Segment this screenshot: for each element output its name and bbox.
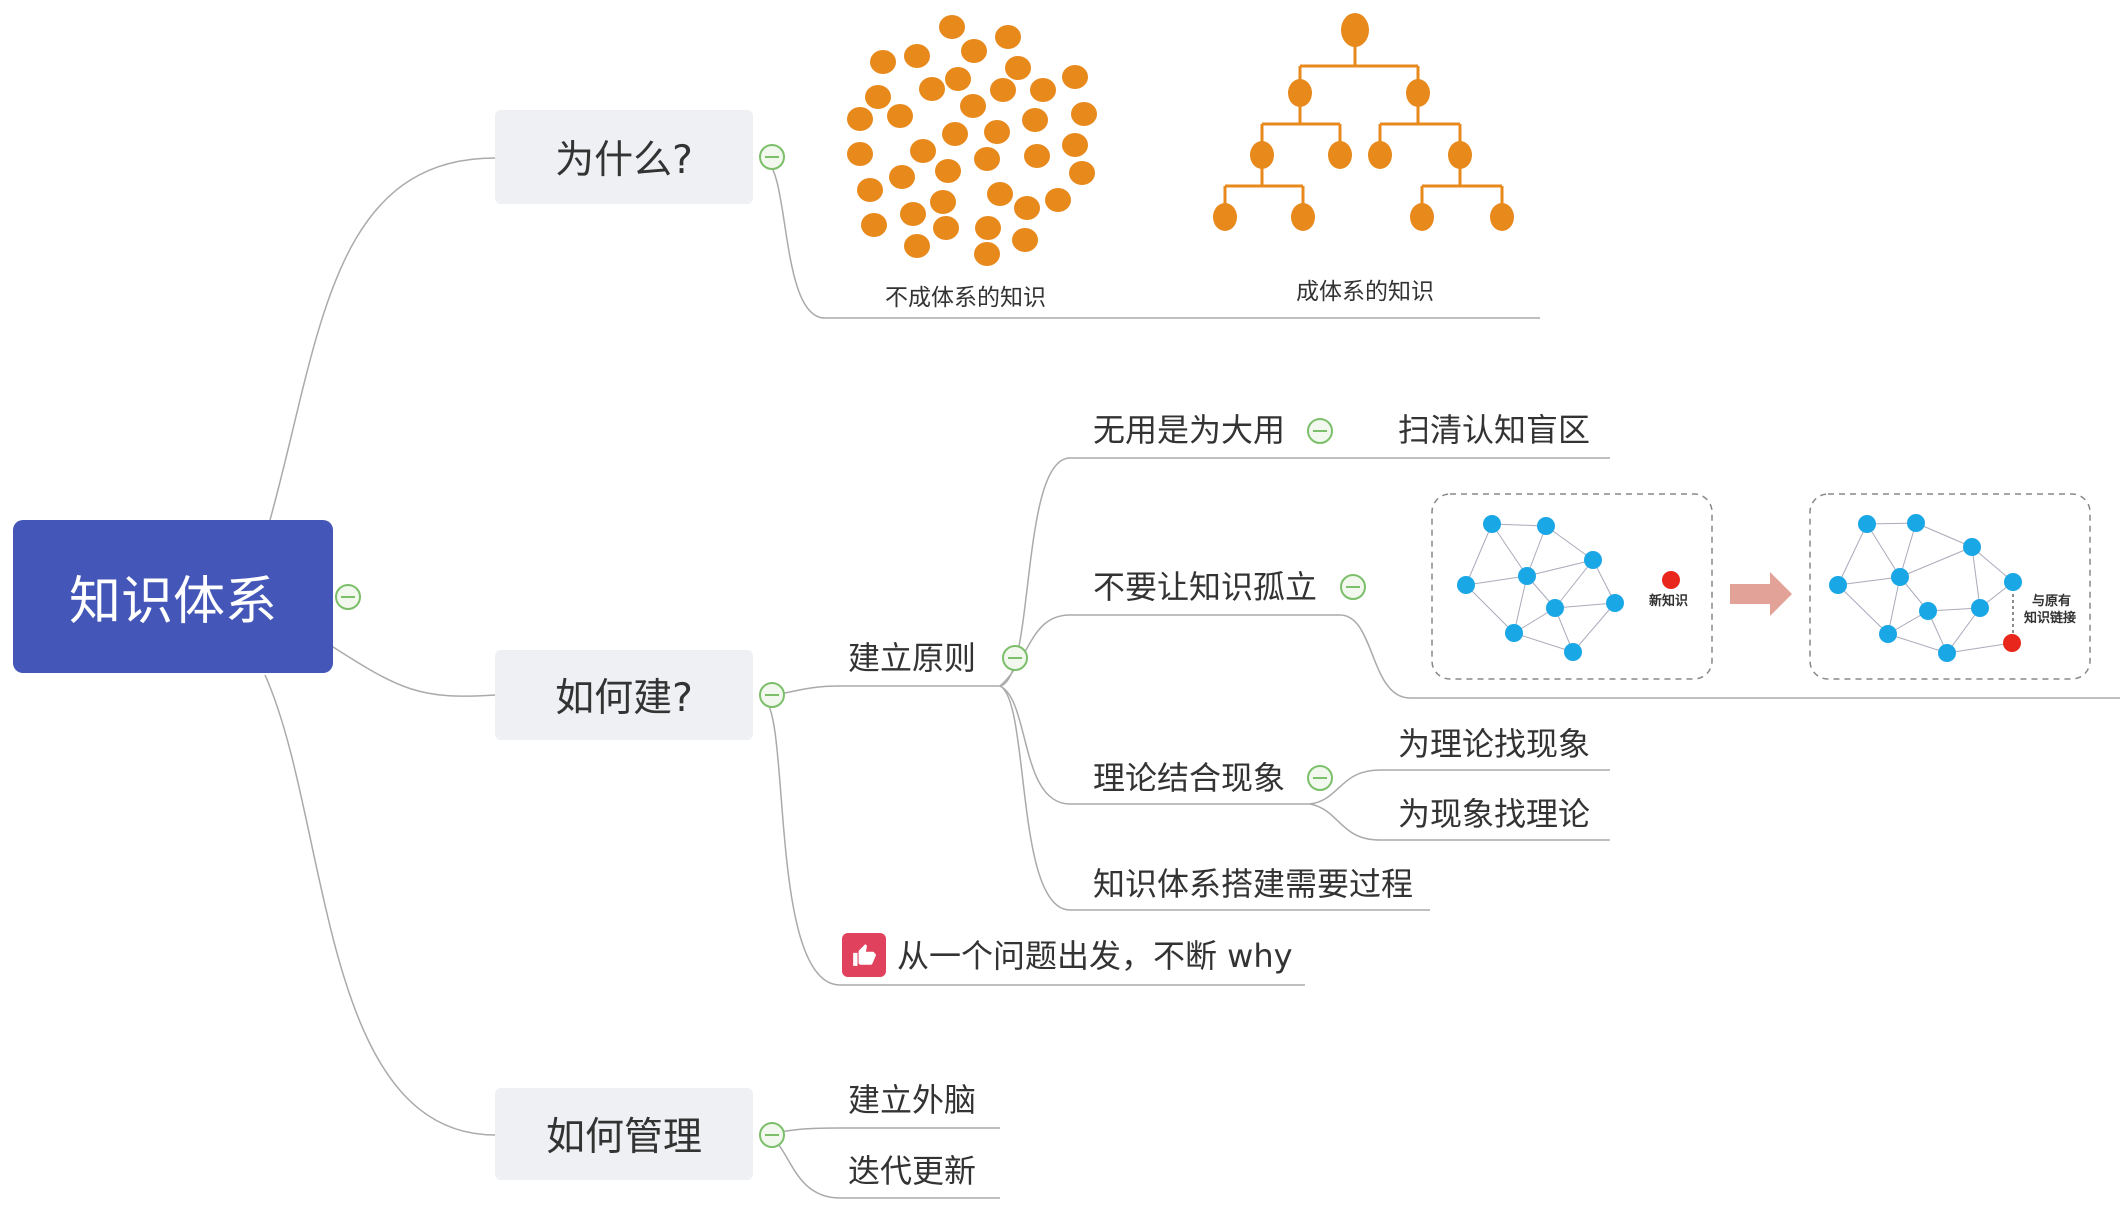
link-label-line1: 与原有 [2032,593,2071,609]
edge-howbuild-principles [764,685,1000,696]
edge-howbuild-question [764,699,1305,986]
node-iterate[interactable]: 迭代更新 [848,1152,977,1190]
collapse-toggle-theory[interactable] [1307,765,1333,791]
linked-knowledge-node [2003,634,2021,652]
caption-structured: 成体系的知识 [1296,279,1434,305]
collapse-toggle-principles[interactable] [1002,645,1028,671]
edge-root-howmanage [264,674,496,1136]
branch-how-manage[interactable]: 如何管理 [495,1088,753,1180]
new-knowledge-node [1662,571,1680,589]
edge-manage-item1 [764,1127,1000,1136]
caption-unstructured: 不成体系的知识 [885,285,1046,311]
edge-principles-process [999,685,1430,911]
collapse-toggle-howmanage[interactable] [759,1122,785,1148]
node-external-brain[interactable]: 建立外脑 [848,1081,977,1119]
edge-why-figure [764,159,1540,319]
node-isolate[interactable]: 不要让知识孤立 [1093,568,1318,606]
edge-principles-theory [999,685,1310,805]
edge-root-howbuild [329,644,496,697]
collapse-toggle-howbuild[interactable] [759,682,785,708]
structured-knowledge-figure [1213,13,1514,231]
node-theory[interactable]: 理论结合现象 [1093,759,1286,797]
new-knowledge-label: 新知识 [1649,593,1688,609]
scattered-knowledge-figure [847,15,1097,266]
edge-theory-child2 [1309,803,1610,841]
arrow-right-icon [1730,572,1792,616]
collapse-toggle-isolate[interactable] [1340,574,1366,600]
branch-why[interactable]: 为什么? [495,110,753,204]
node-theory-child2[interactable]: 为现象找理论 [1398,795,1591,833]
link-label-line2: 知识链接 [2024,610,2076,626]
collapse-toggle-why[interactable] [759,144,785,170]
node-process[interactable]: 知识体系搭建需要过程 [1093,865,1414,903]
edge-theory-child1 [1309,769,1610,805]
collapse-toggle-useless[interactable] [1307,418,1333,444]
network-after-figure: 与原有 知识链接 [1809,493,2091,680]
node-clear-blindspot[interactable]: 扫清认知盲区 [1398,411,1591,449]
node-question[interactable]: 从一个问题出发，不断 why [897,937,1293,975]
node-theory-child1[interactable]: 为理论找现象 [1398,725,1591,763]
root-node[interactable]: 知识体系 [13,520,333,673]
network-before-figure: 新知识 [1431,493,1713,680]
node-useless[interactable]: 无用是为大用 [1093,411,1286,449]
thumbs-up-icon [842,933,886,977]
branch-how-build[interactable]: 如何建? [495,650,753,740]
edge-root-why [269,157,496,521]
node-principles[interactable]: 建立原则 [848,639,977,677]
collapse-toggles [335,144,1366,1148]
collapse-toggle-root[interactable] [335,584,361,610]
